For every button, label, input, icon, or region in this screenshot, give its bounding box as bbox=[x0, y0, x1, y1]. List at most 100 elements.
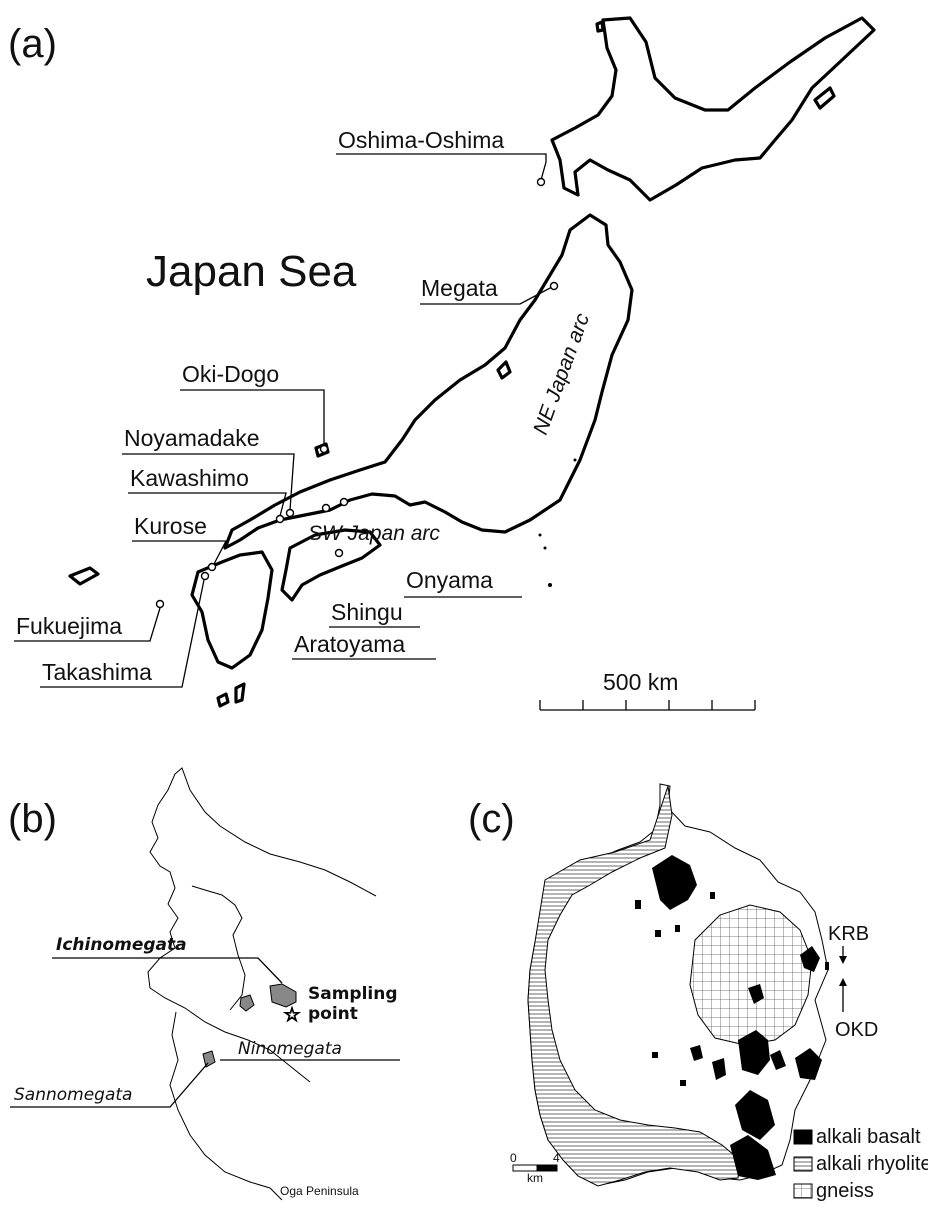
alkali-basalt-units bbox=[635, 855, 829, 1180]
site-label-shingu: Shingu bbox=[331, 599, 403, 625]
panel-c: (c) KRB bbox=[468, 783, 928, 1202]
volcano-marker-shingu bbox=[334, 548, 344, 558]
volcano-marker-noyamadake bbox=[285, 508, 295, 518]
panel-b-label: (b) bbox=[8, 797, 57, 841]
kunashiri-island bbox=[813, 86, 836, 110]
hokkaido-island bbox=[550, 16, 876, 202]
volcano-marker-onyama bbox=[339, 497, 349, 507]
basalt-body bbox=[710, 892, 715, 899]
basalt-body bbox=[730, 1135, 776, 1180]
volcano-marker-oshima-oshima bbox=[536, 177, 546, 187]
gneiss-unit bbox=[689, 904, 813, 1046]
panel-a: (a) Japan Sea NE Japan arc SW Japan arc … bbox=[8, 16, 876, 711]
leader-fukuejima bbox=[14, 607, 161, 642]
oga-peninsula-label: Oga Peninsula bbox=[280, 1184, 359, 1198]
site-label-takashima: Takashima bbox=[42, 659, 152, 685]
krb-label: KRB bbox=[828, 923, 869, 945]
panel-a-label: (a) bbox=[8, 22, 57, 66]
sannomegata-label: Sannomegata bbox=[14, 1085, 132, 1105]
panel-c-scale-bar bbox=[512, 1164, 558, 1172]
scale-bar bbox=[539, 700, 756, 711]
volcano-marker-kurose bbox=[207, 562, 217, 572]
basalt-body bbox=[825, 962, 829, 970]
volcano-marker-takashima bbox=[200, 571, 210, 581]
scale-unit-label: km bbox=[527, 1171, 543, 1185]
leader-kurose bbox=[132, 540, 228, 565]
oga-peninsula-coastline bbox=[147, 767, 377, 1201]
volcano-marker-fukuejima bbox=[155, 599, 165, 609]
basalt-body bbox=[735, 1090, 775, 1140]
panel-b: (b) ☆ Ichinomegata Sampling point Ninome… bbox=[8, 767, 400, 1201]
site-label-kurose: Kurose bbox=[134, 513, 207, 539]
legend-swatch-gneiss bbox=[793, 1183, 813, 1199]
basalt-body bbox=[770, 1050, 786, 1070]
sado-island bbox=[496, 360, 512, 380]
basalt-body bbox=[652, 1052, 658, 1058]
leader-megata bbox=[420, 286, 553, 305]
basalt-body bbox=[712, 1058, 726, 1080]
shikoku-island bbox=[280, 528, 382, 602]
yakushima-island bbox=[216, 692, 230, 708]
islet bbox=[543, 546, 547, 550]
scale-four-label: 4 bbox=[553, 1151, 560, 1165]
site-label-fukuejima: Fukuejima bbox=[16, 613, 122, 639]
basalt-body bbox=[748, 984, 764, 1004]
tanegashima-island bbox=[234, 682, 246, 704]
basalt-body bbox=[738, 1030, 770, 1075]
ichinomegata-label: Ichinomegata bbox=[56, 935, 187, 955]
legend-label-alkali-basalt: alkali basalt bbox=[816, 1126, 921, 1148]
site-label-kawashimo: Kawashimo bbox=[130, 465, 249, 491]
volcano-marker-kawashimo bbox=[275, 514, 285, 524]
sannomegata-crater bbox=[202, 1050, 216, 1068]
alkali-rhyolite-unit bbox=[527, 785, 741, 1187]
basalt-body bbox=[635, 900, 641, 909]
site-label-oki-dogo: Oki-Dogo bbox=[182, 361, 279, 387]
site-label-oshima-oshima: Oshima-Oshima bbox=[338, 127, 504, 153]
islet bbox=[573, 458, 577, 462]
panel-c-label: (c) bbox=[468, 797, 515, 841]
site-label-onyama: Onyama bbox=[406, 567, 493, 593]
leader-ichinomegata bbox=[52, 957, 283, 984]
legend-label-alkali-rhyolite: alkali rhyolite bbox=[816, 1153, 928, 1175]
volcano-marker-megata bbox=[549, 281, 559, 291]
leader-oshima-oshima bbox=[336, 153, 547, 181]
okd-label: OKD bbox=[835, 1019, 878, 1041]
kyushu-island bbox=[190, 550, 274, 670]
scale-bar-label: 500 km bbox=[603, 669, 678, 695]
sampling-point-label-line1: Sampling bbox=[308, 984, 398, 1004]
ichinomegata-crater bbox=[269, 983, 297, 1008]
basalt-body bbox=[655, 930, 661, 937]
leader-sannomegata bbox=[10, 1062, 209, 1108]
site-label-aratoyama: Aratoyama bbox=[294, 631, 405, 657]
leader-kawashimo bbox=[128, 492, 287, 517]
sampling-point-star-icon: ☆ bbox=[283, 1004, 300, 1026]
japan-sea-label: Japan Sea bbox=[146, 247, 357, 296]
leader-oki-dogo bbox=[180, 389, 325, 446]
rishiri-island bbox=[595, 20, 605, 33]
islet bbox=[548, 583, 552, 587]
honshu-island bbox=[223, 213, 634, 550]
basalt-body bbox=[675, 925, 680, 932]
basalt-body bbox=[795, 1048, 822, 1080]
site-label-noyamadake: Noyamadake bbox=[124, 425, 260, 451]
scale-zero-label: 0 bbox=[510, 1151, 517, 1165]
legend-swatch-alkali-basalt bbox=[793, 1129, 813, 1145]
basalt-body bbox=[652, 855, 697, 910]
basalt-body bbox=[800, 946, 820, 972]
sampling-point-label-line2: point bbox=[308, 1004, 358, 1024]
krb-arrowhead-icon bbox=[839, 956, 847, 964]
okd-arrowhead-icon bbox=[839, 978, 847, 986]
volcano-marker-oki-dogo bbox=[319, 444, 329, 454]
sw-japan-arc-label: SW Japan arc bbox=[308, 522, 440, 545]
basalt-body bbox=[680, 1080, 686, 1086]
leader-takashima bbox=[40, 579, 205, 688]
legend: alkali basalt alkali rhyolite gneiss bbox=[793, 1126, 928, 1202]
legend-swatch-alkali-rhyolite bbox=[793, 1156, 813, 1172]
leader-noyamadake bbox=[122, 453, 295, 511]
islet bbox=[538, 533, 542, 537]
basalt-body bbox=[690, 1045, 703, 1061]
goto-islands bbox=[68, 566, 100, 586]
legend-label-gneiss: gneiss bbox=[816, 1180, 874, 1202]
